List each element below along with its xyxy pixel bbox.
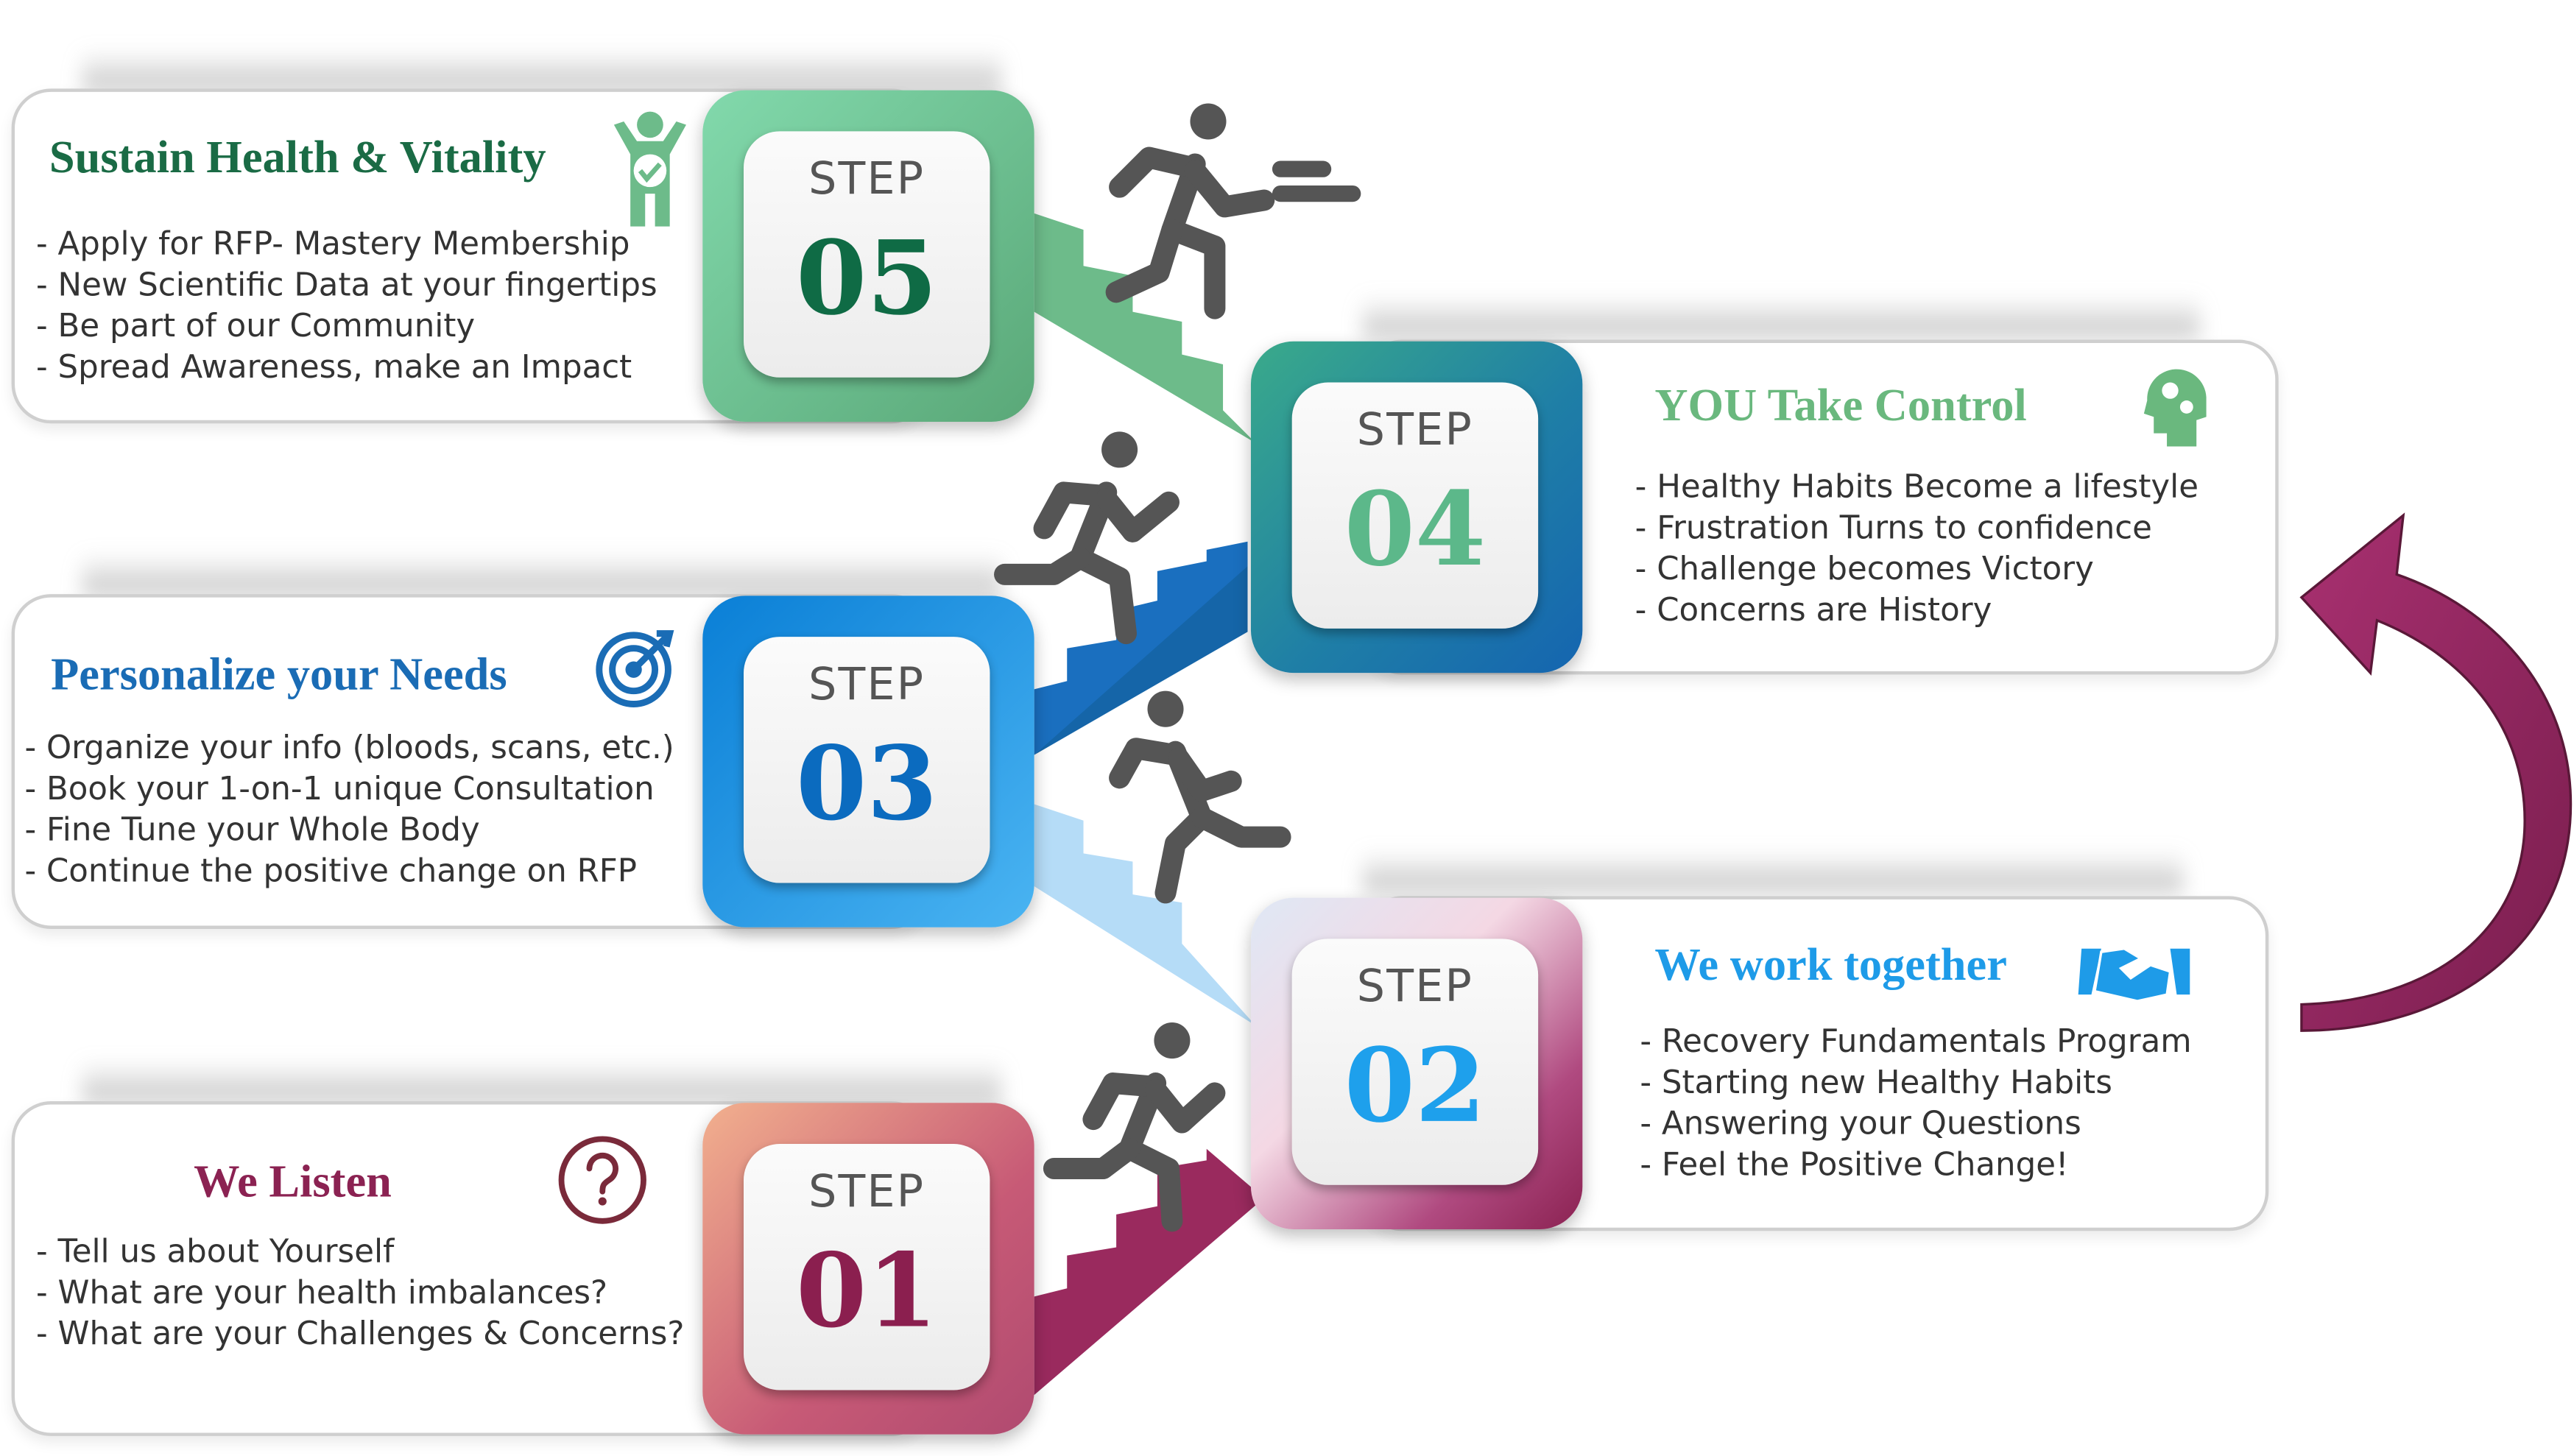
bullet: - Recovery Fundamentals Program bbox=[1640, 1022, 2192, 1061]
step-02-badge: STEP 02 bbox=[1291, 939, 1539, 1185]
step-number: 05 bbox=[796, 218, 938, 339]
runner-icon bbox=[1109, 690, 1291, 904]
bullet: - Starting new Healthy Habits bbox=[1640, 1063, 2112, 1102]
runner-icon bbox=[994, 431, 1180, 645]
step-label: STEP bbox=[1356, 961, 1474, 1013]
bullet: - Spread Awareness, make an Impact bbox=[36, 347, 632, 386]
bullet: - Tell us about Yourself bbox=[36, 1232, 395, 1271]
step-02-bullets: - Recovery Fundamentals Program - Starti… bbox=[1640, 1021, 2191, 1185]
step-label: STEP bbox=[1356, 405, 1474, 456]
shadow bbox=[1362, 849, 2184, 893]
step-04-badge: STEP 04 bbox=[1291, 382, 1539, 629]
step-02-tile: STEP 02 bbox=[1250, 897, 1583, 1229]
stairs-02-01 bbox=[1034, 1148, 1264, 1396]
step-label: STEP bbox=[808, 1167, 925, 1218]
bullet: - Fine Tune your Whole Body bbox=[24, 810, 480, 849]
stairs-03-02 bbox=[1034, 804, 1256, 1026]
step-02-title: We work together bbox=[1654, 940, 2007, 992]
runner-icon bbox=[1105, 103, 1275, 319]
step-number: 03 bbox=[796, 724, 938, 844]
step-number: 01 bbox=[796, 1231, 938, 1351]
bullet: - What are your health imbalances? bbox=[36, 1273, 608, 1312]
stairs bbox=[1034, 213, 1264, 1396]
step-03-bullets: - Organize your info (bloods, scans, etc… bbox=[24, 727, 674, 891]
speed-lines-icon bbox=[1272, 160, 1361, 202]
step-01-bullets: - Tell us about Yourself - What are your… bbox=[36, 1231, 684, 1354]
step-label: STEP bbox=[808, 154, 925, 205]
bullet: - Frustration Turns to confidence bbox=[1635, 509, 2152, 547]
bullet: - New Scientific Data at your fingertips bbox=[36, 266, 657, 304]
head-gears-icon bbox=[2143, 369, 2207, 447]
curved-arrow-icon bbox=[2299, 512, 2573, 1032]
bullet: - Feel the Positive Change! bbox=[1640, 1145, 2069, 1184]
step-number: 02 bbox=[1344, 1025, 1487, 1146]
bullet: - Healthy Habits Become a lifestyle bbox=[1635, 467, 2199, 506]
step-05-badge: STEP 05 bbox=[744, 131, 990, 378]
bullet: - Continue the positive change on RFP bbox=[24, 852, 638, 890]
bullet: - Be part of our Community bbox=[36, 306, 476, 345]
bullet: - Challenge becomes Victory bbox=[1635, 549, 2094, 588]
shadow bbox=[82, 1060, 1002, 1103]
question-icon bbox=[558, 1136, 646, 1224]
step-03-title: Personalize your Needs bbox=[51, 649, 507, 702]
step-04-title: YOU Take Control bbox=[1654, 381, 2027, 432]
step-01-badge: STEP 01 bbox=[744, 1144, 990, 1390]
step-05-title: Sustain Health & Vitality bbox=[49, 132, 546, 184]
bullet: - Organize your info (bloods, scans, etc… bbox=[24, 728, 674, 767]
shadow bbox=[1362, 295, 2200, 339]
bullet: - Apply for RFP- Mastery Membership bbox=[36, 225, 630, 263]
runner-icon bbox=[1043, 1022, 1226, 1232]
step-04-bullets: - Healthy Habits Become a lifestyle - Fr… bbox=[1635, 466, 2199, 630]
shadow bbox=[82, 553, 1002, 596]
shadow bbox=[82, 49, 1002, 92]
step-05-tile: STEP 05 bbox=[702, 90, 1034, 423]
bullet: - Answering your Questions bbox=[1640, 1104, 2081, 1142]
bullet: - Concerns are History bbox=[1635, 590, 1992, 629]
step-label: STEP bbox=[808, 660, 925, 711]
healthy-person-icon bbox=[613, 111, 686, 227]
handshake-icon bbox=[2078, 947, 2190, 1003]
stairs-05-04 bbox=[1034, 213, 1256, 443]
bullet: - What are your Challenges & Concerns? bbox=[36, 1314, 685, 1353]
step-number: 04 bbox=[1344, 469, 1487, 590]
step-01-title: We Listen bbox=[194, 1156, 392, 1208]
step-01-tile: STEP 01 bbox=[702, 1103, 1034, 1435]
step-03-badge: STEP 03 bbox=[744, 637, 990, 883]
step-04-tile: STEP 04 bbox=[1250, 341, 1583, 674]
stairs-04-03 bbox=[1034, 541, 1248, 755]
step-05-bullets: - Apply for RFP- Mastery Membership - Ne… bbox=[36, 223, 657, 387]
step-03-tile: STEP 03 bbox=[702, 596, 1034, 927]
bullet: - Book your 1-on-1 unique Consultation bbox=[24, 769, 655, 807]
target-icon bbox=[596, 630, 674, 707]
